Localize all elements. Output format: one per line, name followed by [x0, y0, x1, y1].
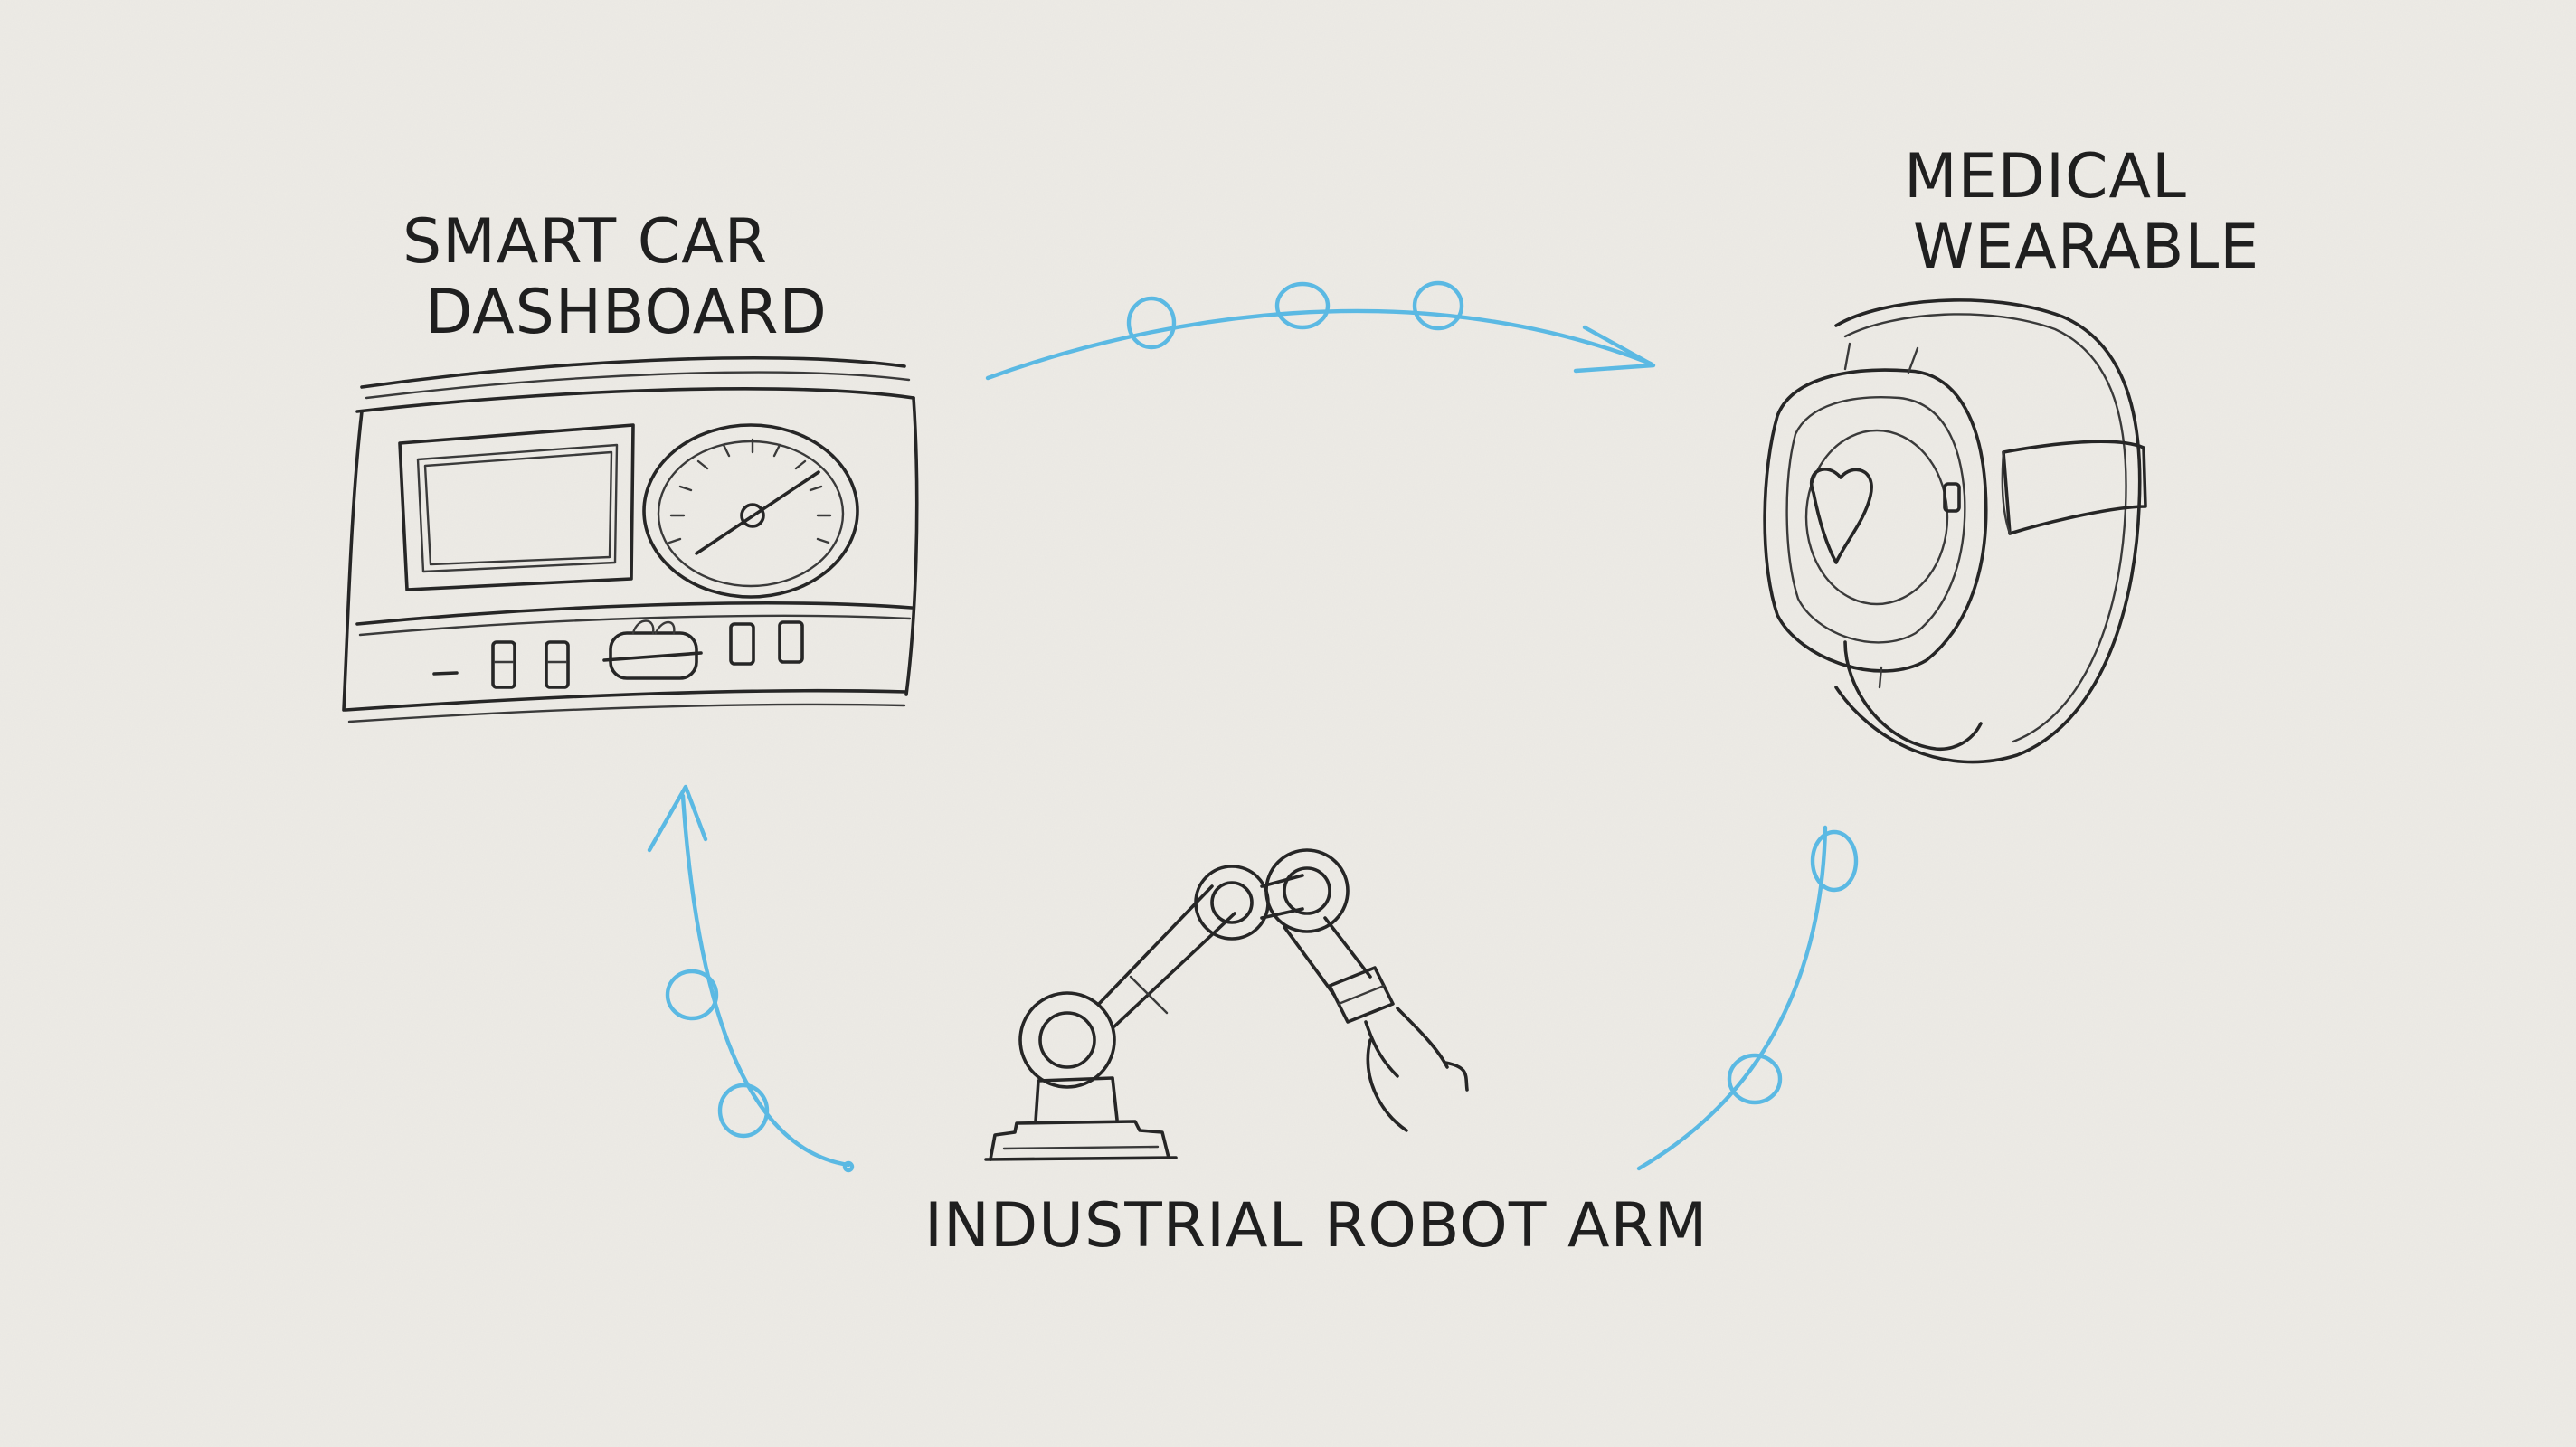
- medical-wearable-node: MEDICAL WEARABLE: [1763, 141, 2259, 764]
- car-dashboard-icon: [342, 356, 919, 724]
- flow-robot-to-car: [647, 784, 855, 1173]
- robot-arm-icon: [984, 848, 1469, 1161]
- car-label-line1: SMART CAR: [402, 206, 768, 278]
- wearable-label-line2: WEARABLE: [1913, 212, 2259, 283]
- heart-icon: [1810, 468, 1873, 564]
- flow-car-to-wearable: [985, 280, 1656, 381]
- flow-wearable-to-robot: [1636, 825, 1859, 1171]
- car-label-line2: DASHBOARD: [425, 277, 828, 348]
- smartwatch-icon: [1763, 298, 2147, 764]
- wearable-label-line1: MEDICAL: [1904, 141, 2187, 213]
- robot-arm-node: INDUSTRIAL ROBOT ARM: [924, 848, 1708, 1262]
- speedometer-gauge: [642, 423, 859, 599]
- car-dashboard-node: SMART CAR DASHBOARD: [342, 206, 919, 724]
- robot-label: INDUSTRIAL ROBOT ARM: [924, 1190, 1708, 1262]
